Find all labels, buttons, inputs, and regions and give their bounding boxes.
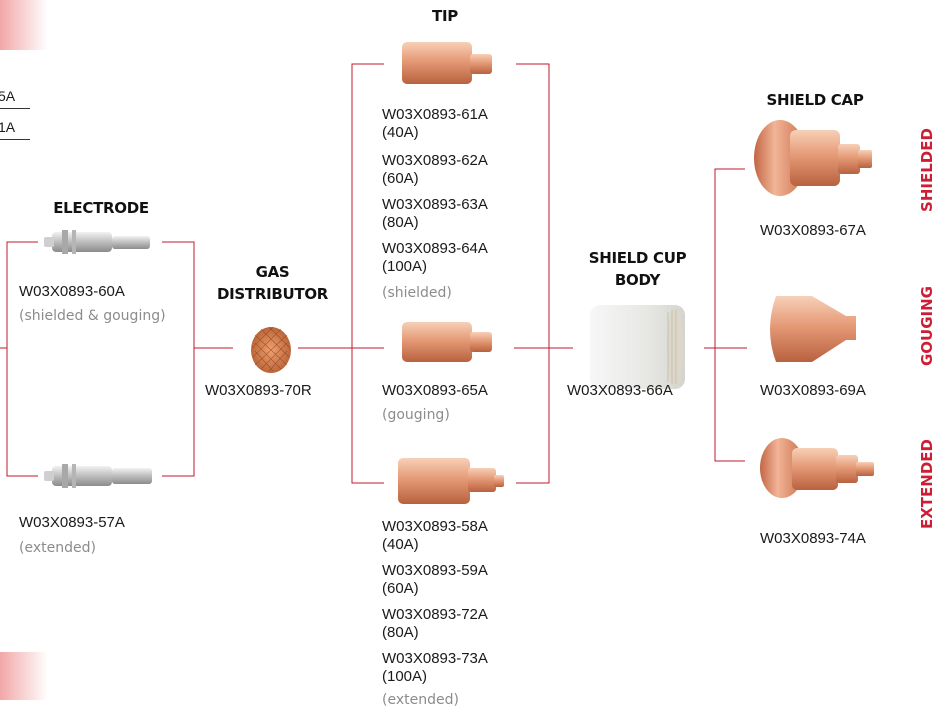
gas-distributor-part: W03X0893-70R	[205, 382, 312, 399]
gas-distributor-header-line2: DISTRIBUTOR	[216, 285, 329, 303]
tip-shielded-note: (shielded)	[382, 285, 452, 301]
connector-lines	[0, 63, 747, 484]
vertical-label-gouging: GOUGING	[918, 286, 936, 367]
tip-part: W03X0893-62A	[382, 152, 488, 169]
tip-gouging-note: (gouging)	[382, 407, 450, 423]
tip-amps: (80A)	[382, 624, 419, 641]
vertical-label-extended: EXTENDED	[918, 439, 936, 529]
shield-cup-body-image	[590, 305, 685, 389]
tip-image-shielded	[402, 42, 492, 84]
tip-part: W03X0893-59A	[382, 562, 488, 579]
gas-distributor-image	[251, 326, 291, 373]
shield-cap-image-extended	[760, 438, 874, 498]
divider-2	[0, 139, 30, 140]
electrode-part-1: W03X0893-60A	[19, 283, 125, 300]
tip-amps: (100A)	[382, 668, 428, 685]
tip-amps: (60A)	[382, 170, 419, 187]
shield-cap-header: SHIELD CAP	[766, 91, 864, 109]
shield-cap-part-shielded: W03X0893-67A	[760, 222, 866, 239]
tip-amps: (40A)	[382, 124, 419, 141]
tip-part: W03X0893-63A	[382, 196, 488, 213]
shield-cap-part-gouging: W03X0893-69A	[760, 382, 866, 399]
shield-cup-body-part: W03X0893-66A	[567, 382, 673, 399]
cropped-text-2: 1A	[0, 119, 16, 135]
tip-part: W03X0893-72A	[382, 606, 488, 623]
divider-1	[0, 108, 30, 109]
tip-amps: (80A)	[382, 214, 419, 231]
shield-cup-body-header-line1: SHIELD CUP	[588, 249, 687, 267]
cropped-text-1: 5A	[0, 88, 16, 104]
vertical-label-shielded: SHIELDED	[918, 128, 936, 212]
electrode-header: ELECTRODE	[53, 199, 149, 217]
tip-image-gouging	[402, 322, 492, 362]
shield-cap-image-shielded	[754, 120, 872, 196]
shield-cap-part-extended: W03X0893-74A	[760, 530, 866, 547]
tip-header: TIP	[432, 7, 458, 25]
tip-extended-note: (extended)	[382, 692, 459, 708]
tip-gouging-part: W03X0893-65A	[382, 382, 488, 399]
tip-amps: (100A)	[382, 258, 428, 275]
shield-cap-image-gouging	[770, 296, 856, 362]
electrode-part-2: W03X0893-57A	[19, 514, 125, 531]
shield-cup-body-header-line2: BODY	[614, 271, 661, 289]
corner-accent-top	[0, 0, 48, 50]
electrode-image-1	[44, 230, 150, 254]
tip-part: W03X0893-58A	[382, 518, 488, 535]
gas-distributor-header-line1: GAS	[255, 263, 290, 281]
tip-part: W03X0893-61A	[382, 106, 488, 123]
tip-part: W03X0893-73A	[382, 650, 488, 667]
tip-amps: (40A)	[382, 536, 419, 553]
tip-part: W03X0893-64A	[382, 240, 488, 257]
corner-accent-bottom	[0, 652, 48, 700]
electrode-image-2	[44, 464, 152, 488]
tip-amps: (60A)	[382, 580, 419, 597]
electrode-note-1: (shielded & gouging)	[19, 308, 166, 324]
electrode-note-2: (extended)	[19, 540, 96, 556]
tip-image-extended	[398, 458, 504, 504]
